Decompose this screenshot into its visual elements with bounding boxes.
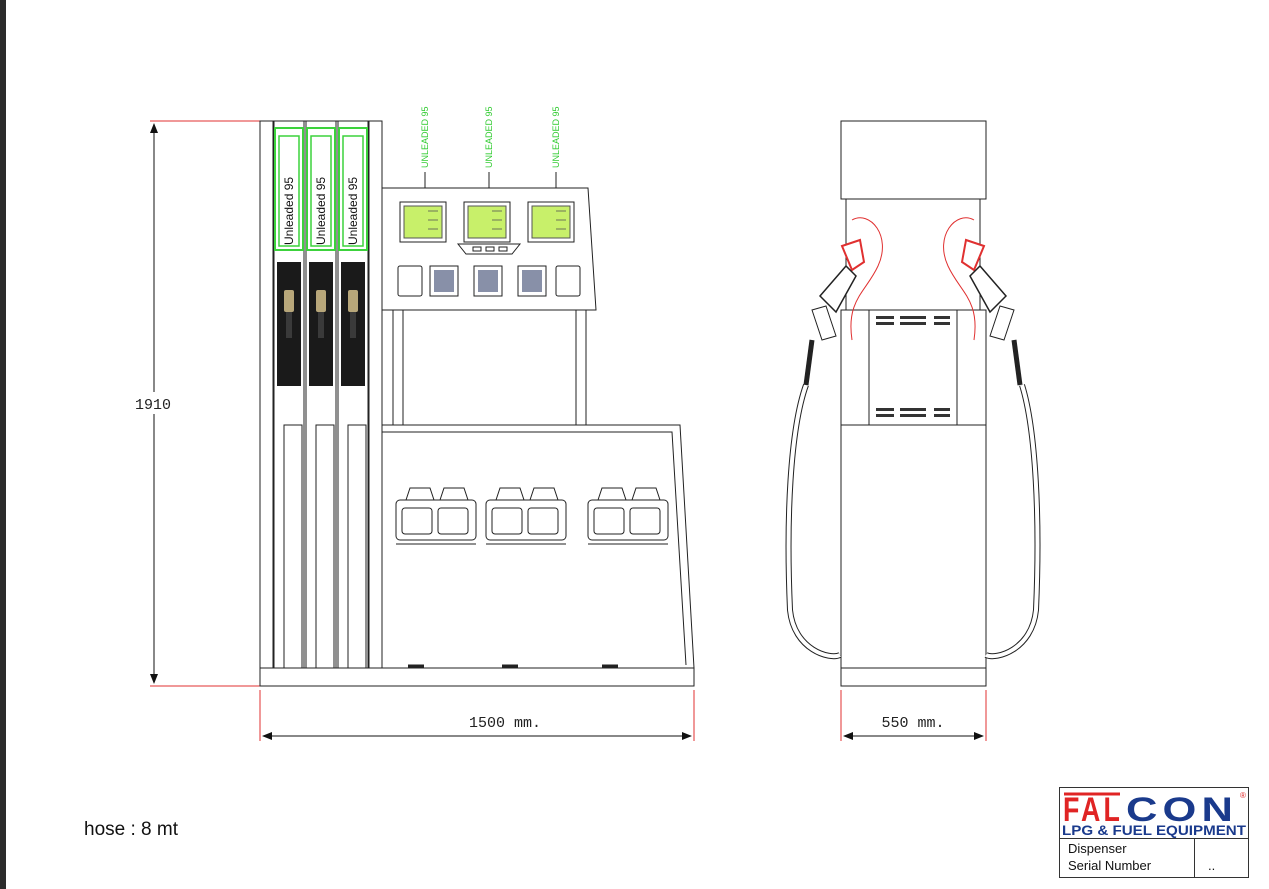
grade-label-1: UNLEADED 95 [420, 106, 430, 168]
pump-column-3: Unleaded 95 [337, 120, 369, 669]
right-nozzle [943, 217, 1023, 386]
grade-labels: UNLEADED 95 UNLEADED 95 UNLEADED 95 [420, 106, 561, 198]
width-dimension-label: 1500 mm. [469, 715, 541, 732]
side-width-dimension: 550 mm. [840, 690, 987, 741]
pump-label-1: Unleaded 95 [282, 177, 296, 245]
hose-length-note: hose : 8 mt [84, 819, 178, 840]
dispenser-label: Dispenser [1068, 841, 1127, 856]
height-dimension: 1910 [135, 120, 262, 687]
dispenser-row: Dispenser [1060, 838, 1248, 857]
side-view: 550 mm. [785, 120, 1041, 741]
left-nozzle [803, 217, 883, 386]
pump-unit-1 [395, 487, 477, 545]
front-view: 1910 1500 mm. Unleaded 95 [135, 106, 695, 741]
serial-number-label: Serial Number [1068, 858, 1152, 873]
height-dimension-label: 1910 [135, 397, 171, 414]
pump-column-2: Unleaded 95 [305, 120, 337, 669]
window-edge [0, 0, 6, 889]
width-dimension: 1500 mm. [259, 690, 695, 741]
pump-column-1: Unleaded 95 [273, 120, 305, 669]
pump-unit-2 [485, 487, 567, 545]
pump-columns: Unleaded 95 Unleaded 95 Unlead [273, 120, 369, 669]
grade-label-2: UNLEADED 95 [484, 106, 494, 168]
display-head [381, 187, 597, 311]
falcon-logo: FAL CON ® LPG & FUEL EQUIPMENT [1062, 791, 1246, 838]
brand-tagline: LPG & FUEL EQUIPMENT [1062, 822, 1246, 838]
pump-label-2: Unleaded 95 [314, 177, 328, 245]
pump-unit-3 [587, 487, 669, 545]
pump-label-3: Unleaded 95 [346, 177, 360, 245]
pump-units [395, 487, 669, 545]
registered-mark: ® [1240, 791, 1246, 800]
serial-row: Serial Number .. [1060, 856, 1248, 877]
brand-text-blue: CON [1126, 791, 1238, 829]
title-block: FAL CON ® LPG & FUEL EQUIPMENT Dispenser… [1059, 787, 1249, 878]
side-width-dimension-label: 550 mm. [881, 715, 944, 732]
serial-number-value: .. [1208, 858, 1216, 873]
grade-label-3: UNLEADED 95 [551, 106, 561, 168]
title-block-divider [1194, 838, 1195, 877]
brand-text-red: FAL [1063, 791, 1123, 829]
